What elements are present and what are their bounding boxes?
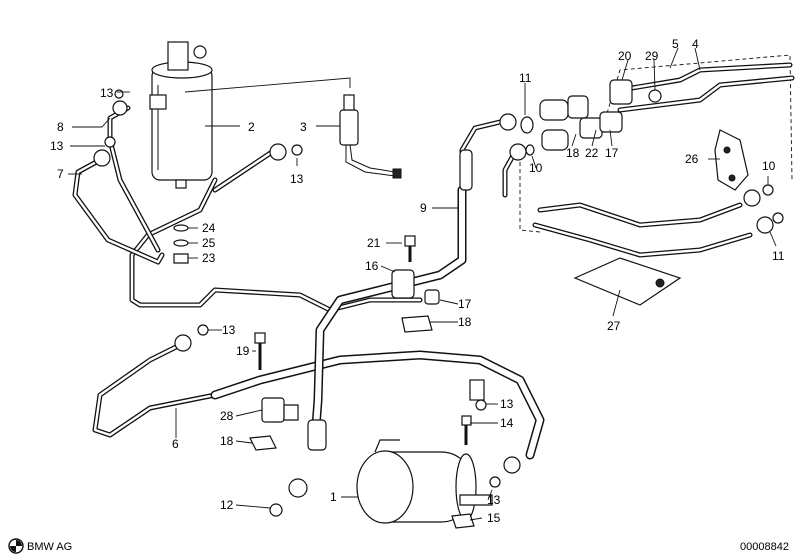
label-part-13: 13 [50, 139, 64, 153]
label-part-18: 18 [458, 315, 472, 329]
subassembly-frame [519, 54, 793, 233]
label-part-11: 11 [519, 71, 532, 85]
bolts [254, 235, 472, 445]
label-part-19: 19 [236, 344, 250, 358]
part-labels: 2 3 13 8 13 7 13 24 25 23 9 21 16 17 18 … [50, 37, 785, 525]
label-part-23: 23 [202, 251, 216, 265]
label-part-16: 16 [365, 259, 379, 273]
label-part-13: 13 [222, 323, 236, 337]
pipe-7-8 [72, 105, 165, 265]
pipe-drier-right [212, 149, 275, 193]
upper-fittings [499, 79, 662, 161]
pressure-switch [339, 94, 402, 179]
label-part-13: 13 [500, 397, 514, 411]
hose-long [210, 350, 545, 460]
pipe-6 [92, 342, 218, 438]
label-part-9: 9 [420, 201, 427, 215]
right-nuts [743, 184, 784, 234]
label-part-29: 29 [645, 49, 659, 63]
pipes-4-5 [532, 62, 795, 258]
label-part-28: 28 [220, 409, 234, 423]
label-part-13: 13 [290, 172, 304, 186]
misc-fittings [93, 89, 521, 517]
label-part-6: 6 [172, 437, 179, 451]
label-part-5: 5 [672, 37, 679, 51]
accumulator-1 [356, 439, 493, 524]
label-part-21: 21 [367, 236, 381, 250]
label-part-12: 12 [220, 498, 234, 512]
label-part-3: 3 [300, 120, 307, 134]
label-part-1: 1 [330, 490, 337, 504]
label-part-13: 13 [487, 493, 501, 507]
leader-lines [68, 47, 777, 521]
label-part-4: 4 [692, 37, 699, 51]
label-part-2: 2 [248, 120, 255, 134]
drawing-number: 00008842 [740, 541, 789, 553]
label-part-14: 14 [500, 416, 514, 430]
label-part-20: 20 [618, 49, 632, 63]
footer: BMW AG 00008842 [8, 538, 789, 554]
label-tag-27 [573, 257, 682, 306]
label-part-17: 17 [605, 146, 619, 160]
label-part-18: 18 [566, 146, 580, 160]
bmw-logo-quarters [10, 540, 22, 552]
brand-text: BMW AG [27, 541, 72, 553]
label-part-7: 7 [57, 167, 64, 181]
label-part-22: 22 [585, 146, 599, 160]
receiver-drier [149, 41, 213, 189]
label-part-17: 17 [458, 297, 472, 311]
label-part-10: 10 [529, 161, 543, 175]
label-part-15: 15 [487, 511, 501, 525]
clamps [249, 269, 485, 529]
label-part-26: 26 [685, 152, 699, 166]
label-part-11: 11 [772, 249, 785, 263]
label-part-24: 24 [202, 221, 216, 235]
label-part-25: 25 [202, 236, 216, 250]
label-part-27: 27 [607, 319, 621, 333]
label-part-13: 13 [100, 86, 114, 100]
hose-9 [310, 185, 467, 445]
label-part-10: 10 [762, 159, 776, 173]
bracket-26 [714, 129, 749, 191]
label-part-8: 8 [57, 120, 64, 134]
nut-washer-stack [173, 224, 189, 264]
label-part-18: 18 [220, 434, 234, 448]
